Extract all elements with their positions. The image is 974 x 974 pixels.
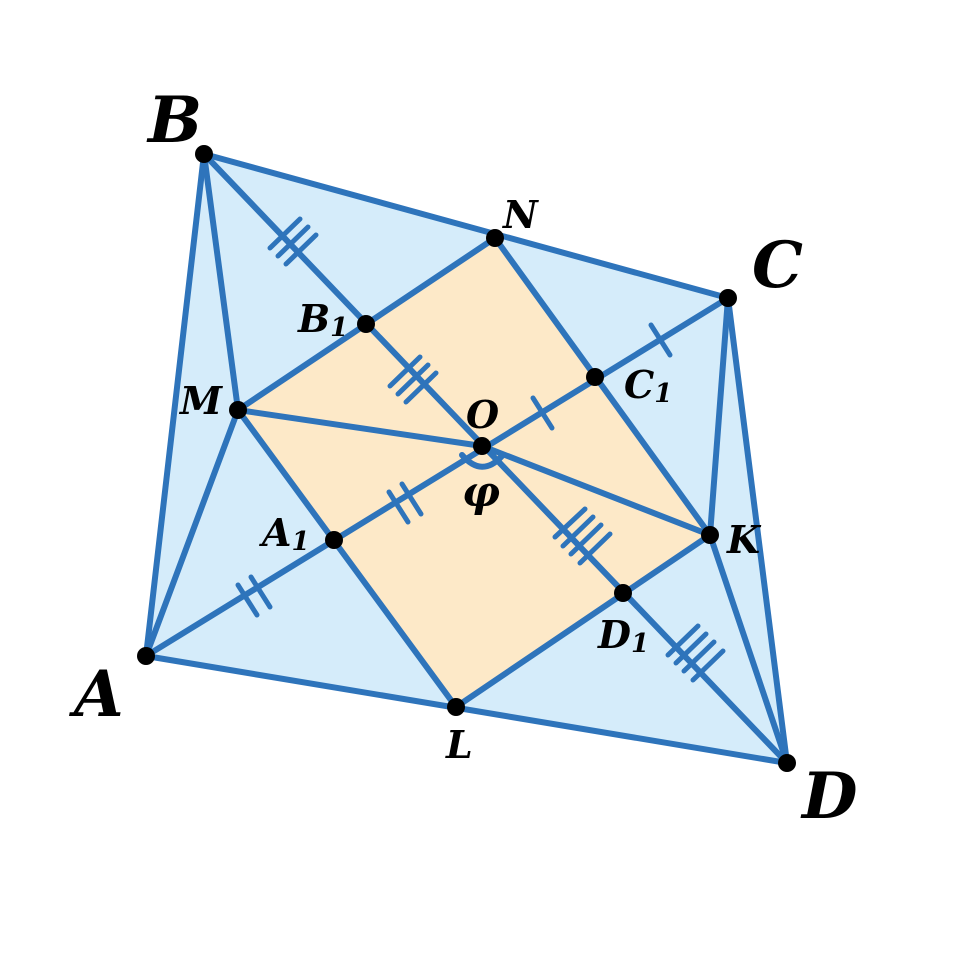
label-B: B bbox=[146, 83, 202, 158]
label-C1: C1 bbox=[624, 362, 672, 409]
side-DA bbox=[143, 653, 790, 766]
segment-MO bbox=[235, 407, 485, 449]
point-A bbox=[137, 647, 155, 665]
side-KL bbox=[453, 532, 713, 710]
label-phi: φ bbox=[462, 467, 500, 516]
point-M bbox=[229, 401, 247, 419]
tick-marks bbox=[235, 216, 726, 683]
point-C1 bbox=[586, 368, 604, 386]
label-O: O bbox=[466, 392, 499, 437]
label-L: L bbox=[445, 722, 473, 767]
side-NK bbox=[492, 235, 713, 538]
point-D1 bbox=[614, 584, 632, 602]
label-N: N bbox=[502, 192, 539, 237]
label-M: M bbox=[178, 378, 223, 423]
point-N bbox=[486, 229, 504, 247]
label-A1: A1 bbox=[259, 510, 310, 557]
point-K bbox=[701, 526, 719, 544]
point-B1 bbox=[357, 315, 375, 333]
point-O bbox=[473, 437, 491, 455]
segment-BM bbox=[201, 151, 241, 413]
point-D bbox=[778, 754, 796, 772]
side-BC bbox=[201, 151, 731, 301]
point-L bbox=[447, 698, 465, 716]
segment-OK bbox=[479, 443, 713, 538]
point-C bbox=[719, 289, 737, 307]
label-D1: D1 bbox=[597, 612, 649, 659]
segment-AM bbox=[143, 407, 241, 659]
label-C: C bbox=[752, 228, 803, 303]
side-CD bbox=[725, 295, 790, 766]
label-K: K bbox=[726, 517, 762, 562]
inner-quadrilateral-MNKL bbox=[238, 238, 710, 707]
point-A1 bbox=[325, 531, 343, 549]
point-B bbox=[195, 145, 213, 163]
segment-CK bbox=[707, 295, 731, 538]
angle-arc-phi bbox=[459, 452, 505, 470]
side-LM bbox=[235, 407, 459, 710]
label-B1: B1 bbox=[297, 296, 348, 343]
side-AB bbox=[143, 151, 207, 659]
label-D: D bbox=[800, 759, 858, 834]
label-A: A bbox=[69, 657, 124, 732]
segment-DK bbox=[707, 532, 790, 766]
